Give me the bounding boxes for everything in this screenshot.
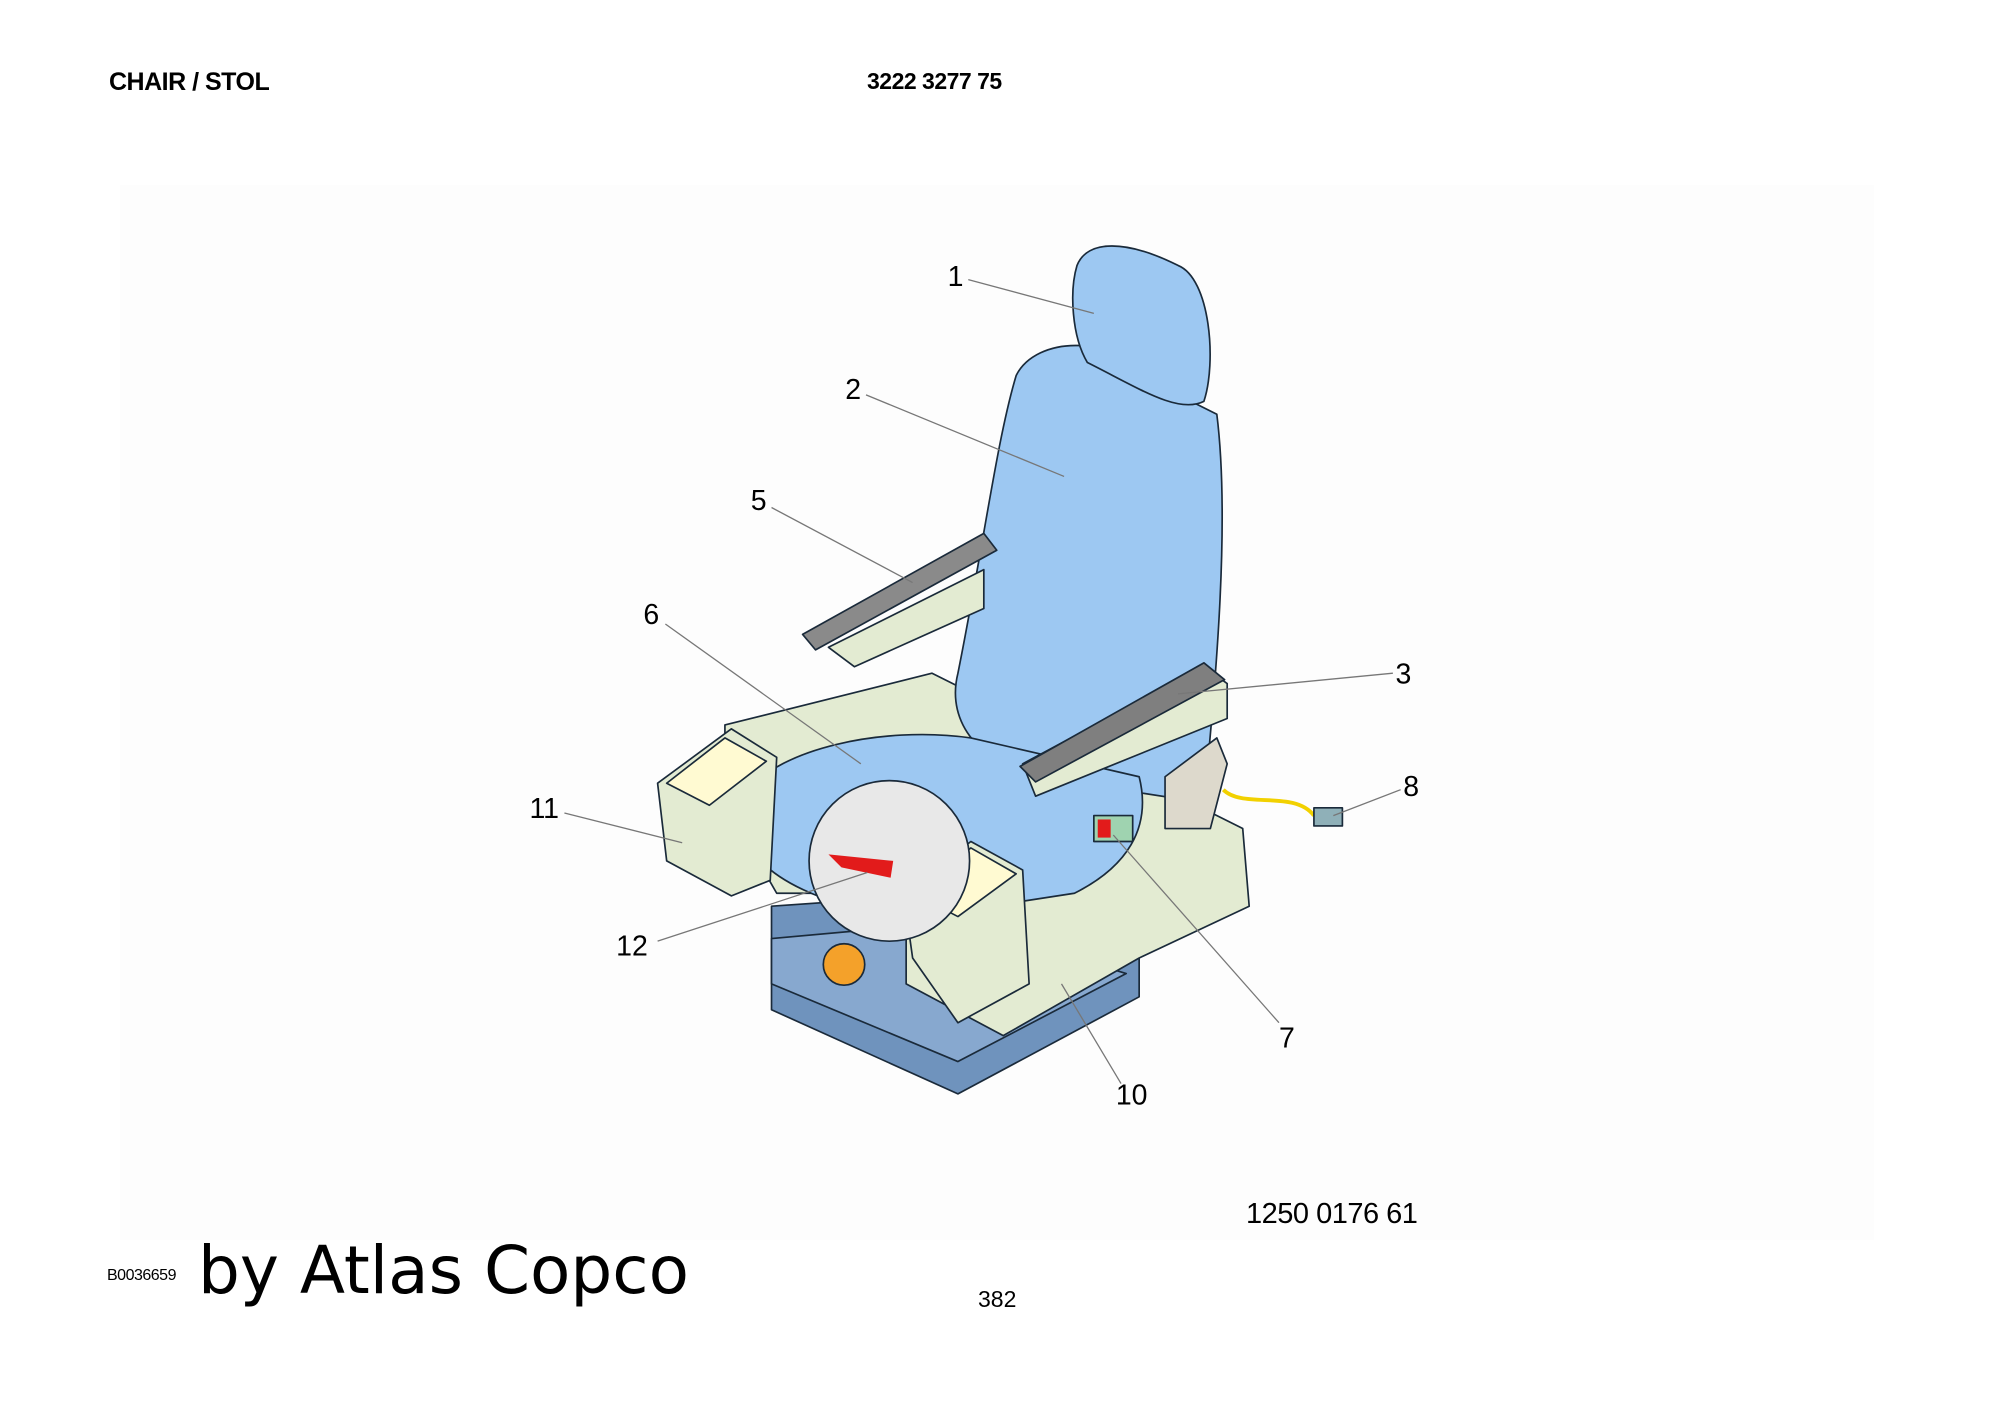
callout-6: 6 <box>643 599 659 631</box>
cable <box>1221 788 1316 817</box>
right-armrest <box>1019 661 1229 830</box>
left-armrest <box>801 532 998 668</box>
image-id: B0036659 <box>107 1267 176 1284</box>
part-number: 3222 3277 75 <box>867 68 1002 94</box>
callout-3: 3 <box>1395 659 1411 691</box>
connector <box>1313 806 1344 827</box>
page-title: CHAIR / STOL <box>109 68 270 96</box>
callout-10: 10 <box>1116 1079 1148 1111</box>
callout-5: 5 <box>751 485 767 517</box>
brand-text: by Atlas Copco <box>198 1232 689 1309</box>
callout-1: 1 <box>948 261 964 293</box>
callout-12: 12 <box>616 930 648 962</box>
callout-2: 2 <box>845 374 861 406</box>
leader-lines <box>564 279 1401 1084</box>
page-number: 382 <box>978 1286 1017 1312</box>
callout-7: 7 <box>1279 1022 1295 1054</box>
headrest <box>1071 245 1211 406</box>
callout-8: 8 <box>1403 771 1419 803</box>
kit-number: 1250 0176 61 <box>1246 1198 1418 1230</box>
callout-11: 11 <box>529 793 559 825</box>
